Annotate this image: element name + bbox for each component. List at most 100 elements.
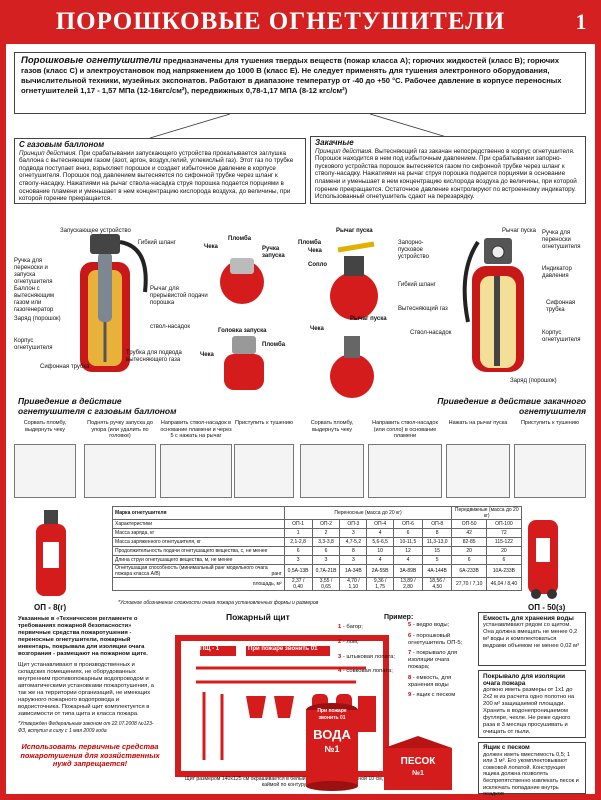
spec-model: ОП-1 <box>283 519 313 529</box>
spec-row-label: Масса заряда, кг <box>112 528 285 538</box>
gas-cylinder-title: С газовым баллоном <box>19 140 105 149</box>
spec-head-mobile: Передвижные (масса до 20 кг) <box>451 506 522 520</box>
spec-row-sublabel: ранг <box>271 571 282 577</box>
step-gas-4-picture <box>234 444 294 498</box>
sand-info-text: должен иметь вместимость 0,5; 1 или 3 м³… <box>483 751 579 798</box>
sand-info-title: Ящик с песком <box>483 744 530 751</box>
legend-item-text: лом; <box>346 638 359 645</box>
spec-model: ОП-6 <box>393 519 423 529</box>
spec-cell: 5,6-6,5 <box>366 537 395 547</box>
op8-caption: ОП - 8(г) <box>34 603 67 612</box>
spec-cell: 3 <box>311 555 341 565</box>
label-gas-tube: Трубка для подвода вытесняющего газа <box>126 350 182 363</box>
label-lever: Рычаг для прерывистой подачи порошка <box>150 286 208 306</box>
spec-cell: 42 <box>451 528 487 538</box>
step-stored-4-picture <box>514 444 586 498</box>
shield-plate-right: При пожаре звонить 01 <box>248 646 318 652</box>
spec-model: ОП-50 <box>451 519 487 529</box>
steps-gas-title: Приведение в действие огнетушителя с газ… <box>18 396 177 416</box>
legend-item: 7 - покрывало для изоляции очага пожара; <box>408 650 472 670</box>
spec-cell: 4,7-5,2 <box>339 537 368 547</box>
label-right-lever: Рычаг пуска <box>502 228 536 234</box>
spec-cell: 15 <box>421 546 453 556</box>
label-trigger: Запускающее устройство <box>60 228 131 234</box>
legend-list-right: 5 - ведро воды;6 - порошковый огнетушите… <box>408 622 472 703</box>
gas-cylinder-box: С газовым баллоном Принцип действия. При… <box>14 138 306 204</box>
spec-cell: 11,3-13,0 <box>421 537 453 547</box>
legend-item: 3 - штыковая лопата; <box>338 654 404 661</box>
legend-item-separator: - <box>411 632 417 639</box>
water-barrel-illustration <box>306 703 358 791</box>
step-stored-2-picture <box>368 444 442 498</box>
legend-item-text: ящик с песком <box>416 692 456 699</box>
spec-cell: 0,7А-21В <box>311 564 341 578</box>
spec-row-label: Огнетушащая способность (минимальный ран… <box>112 564 285 578</box>
sand-box-label: ПЕСОК <box>400 756 436 767</box>
step-stored-2: Направить ствол-насадок (или сопло) в ос… <box>372 420 438 439</box>
spec-row-label-text: Огнетушащая способность (минимальный ран… <box>115 565 268 577</box>
legend-item: 4 - совковая лопата; <box>338 668 404 675</box>
spec-cell: 4,70 / 1,10 <box>339 577 368 591</box>
legend-item-number: 7 <box>408 650 412 657</box>
label-right-gas: Вытесняющий газ <box>398 306 448 312</box>
label-lever-start-1: Рычаг пуска <box>336 228 373 234</box>
legend-item: 9 - ящик с песком <box>408 692 472 699</box>
water-info-title: Емкость для хранения воды <box>483 615 574 622</box>
label-right-indicator: Индикатор давления <box>542 266 572 279</box>
legend-item: 8 - емкость, для хранения воды <box>408 675 472 689</box>
label-body: Корпус огнетушителя <box>14 338 53 351</box>
spec-cell: 1А-34В <box>339 564 368 578</box>
label-nozzle: ствол-насадок <box>150 324 191 330</box>
step-stored-1: Сорвать пломбу, выдернуть чеку <box>310 420 354 433</box>
spec-cell: 3 <box>339 555 368 565</box>
blanket-info-title: Покрывало для изоляции очага пожара <box>483 673 565 687</box>
legend-item-text: совковая лопата; <box>346 668 393 675</box>
top-cap-detail-1 <box>220 258 264 304</box>
legend-item-separator: - <box>411 692 417 699</box>
gas-cylinder-text: При срабатывании запускающего устройства… <box>19 149 294 203</box>
steps-stored-title: Приведение в действие закачного огнетуши… <box>437 396 586 416</box>
spec-cell: 3,55 / 0,65 <box>311 577 341 591</box>
label-charge: Заряд (порошок) <box>14 316 61 322</box>
label-handle-start: Ручка запуска <box>262 246 285 259</box>
spec-row-label: площадь, м² <box>112 577 285 591</box>
spec-cell: 3 <box>283 555 313 565</box>
stored-pressure-head-detail-2 <box>330 336 374 398</box>
spec-row: Длина струи огнетушащего вещества, м, не… <box>112 555 523 565</box>
water-barrel-label: ВОДА <box>313 727 351 742</box>
water-barrel-number: №1 <box>324 744 340 754</box>
legend-item-separator: - <box>341 668 347 675</box>
water-barrel-sign: При пожаре звонить 01 <box>317 708 347 721</box>
spec-cell: 4 <box>393 555 423 565</box>
spec-row-sublabel: площадь, м² <box>252 581 282 587</box>
step-gas-3: Направить ствол-насадок в основание плам… <box>160 420 232 439</box>
spec-cell: 8 <box>421 528 453 538</box>
legend-item-text: порошковый огнетушитель ОП-5; <box>408 632 463 646</box>
op50-extinguisher-picture <box>528 520 558 599</box>
spec-cell: 18,56 / 4,50 <box>421 577 453 591</box>
stored-pressure-title: Закачные <box>315 138 354 147</box>
spec-cell: 10 <box>366 546 395 556</box>
sand-box-illustration <box>384 736 452 790</box>
legend-item-text: емкость, для хранения воды <box>408 674 452 688</box>
legend-item: 1 - багор; <box>338 624 404 631</box>
label-pin-3: Чека <box>308 248 322 254</box>
spec-cell: 2,37 / 0,40 <box>283 577 313 591</box>
step-gas-1: Сорвать пломбу, выдернуть чеку <box>23 420 67 433</box>
spec-model: ОП-100 <box>485 519 523 529</box>
step-stored-4: Приступить к тушению <box>520 420 580 426</box>
legend-item-separator: - <box>341 638 347 645</box>
sand-info-box: Ящик с песком должен иметь вместимость 0… <box>478 742 586 797</box>
op8-extinguisher-picture <box>36 510 66 596</box>
step-stored-1-picture <box>300 444 364 498</box>
label-seal-1: Пломба <box>228 236 252 242</box>
label-right-hose: Гибкий шланг <box>398 282 436 288</box>
spec-row: Продолжительность подачи огнетушащего ве… <box>112 546 523 556</box>
spec-model: ОП-3 <box>339 519 368 529</box>
label-nozzle-cap: Сопло <box>308 262 328 268</box>
spec-model: ОП-2 <box>311 519 341 529</box>
legend-item-number: 5 <box>408 622 412 628</box>
page-number: 1 <box>575 9 587 34</box>
step-stored-3-picture <box>446 444 510 498</box>
